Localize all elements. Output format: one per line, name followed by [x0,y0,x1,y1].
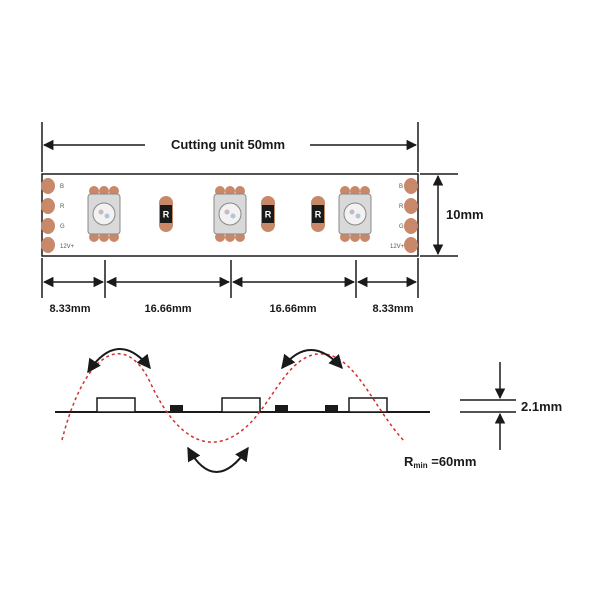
cutting-unit-dimension: Cutting unit 50mm [41,122,419,172]
bend-arrow-top-right [281,349,343,370]
segment-label-1: 8.33mm [50,303,91,315]
left-solder-pads: B R G 12V+ [41,178,75,253]
led-chip-3 [338,186,372,242]
pad-label-g: G [60,224,65,230]
strip-side-profile [55,397,430,413]
pad-label-g-right: G [399,224,404,230]
profile-resistor-3 [325,405,338,412]
bend-arrow-top-left [87,348,151,374]
profile-led-2 [221,397,261,413]
bend-arrow-bottom [187,446,249,473]
profile-led-3 [348,397,388,413]
led-strip: B R G 12V+ B R G 12V+ [41,173,419,257]
thickness-label: 2.1mm [521,399,562,414]
segment-dimensions: 8.33mm 16.66mm 16.66mm 8.33mm [41,258,419,315]
led-chip-1 [87,186,121,242]
pad-label-r: R [60,204,65,210]
profile-led-1 [96,397,136,413]
pad-label-12v: 12V+ [60,244,75,250]
resistor-3: R [311,196,325,232]
pad-label-b-right: B [399,184,403,190]
cutting-unit-label: Cutting unit 50mm [171,137,285,152]
segment-label-2: 16.66mm [144,303,191,315]
pad-label-b: B [60,184,64,190]
width-dimension: 10mm [420,173,484,257]
led-chip-2 [213,186,247,242]
thickness-dimension: 2.1mm [460,362,562,450]
pad-label-12v-right: 12V+ [390,244,405,250]
min-radius-label: Rmin =60mm [404,454,476,470]
segment-label-3: 16.66mm [269,303,316,315]
profile-resistor-2 [275,405,288,412]
width-label: 10mm [446,207,484,222]
profile-resistor-1 [170,405,183,412]
segment-label-4: 8.33mm [373,303,414,315]
resistor-label-3: R [315,210,322,220]
resistor-1: R [159,196,173,232]
resistor-2: R [261,196,275,232]
right-solder-pads: B R G 12V+ [390,178,418,253]
resistor-label-2: R [265,210,272,220]
pad-label-r-right: R [399,204,404,210]
resistor-label-1: R [163,210,170,220]
